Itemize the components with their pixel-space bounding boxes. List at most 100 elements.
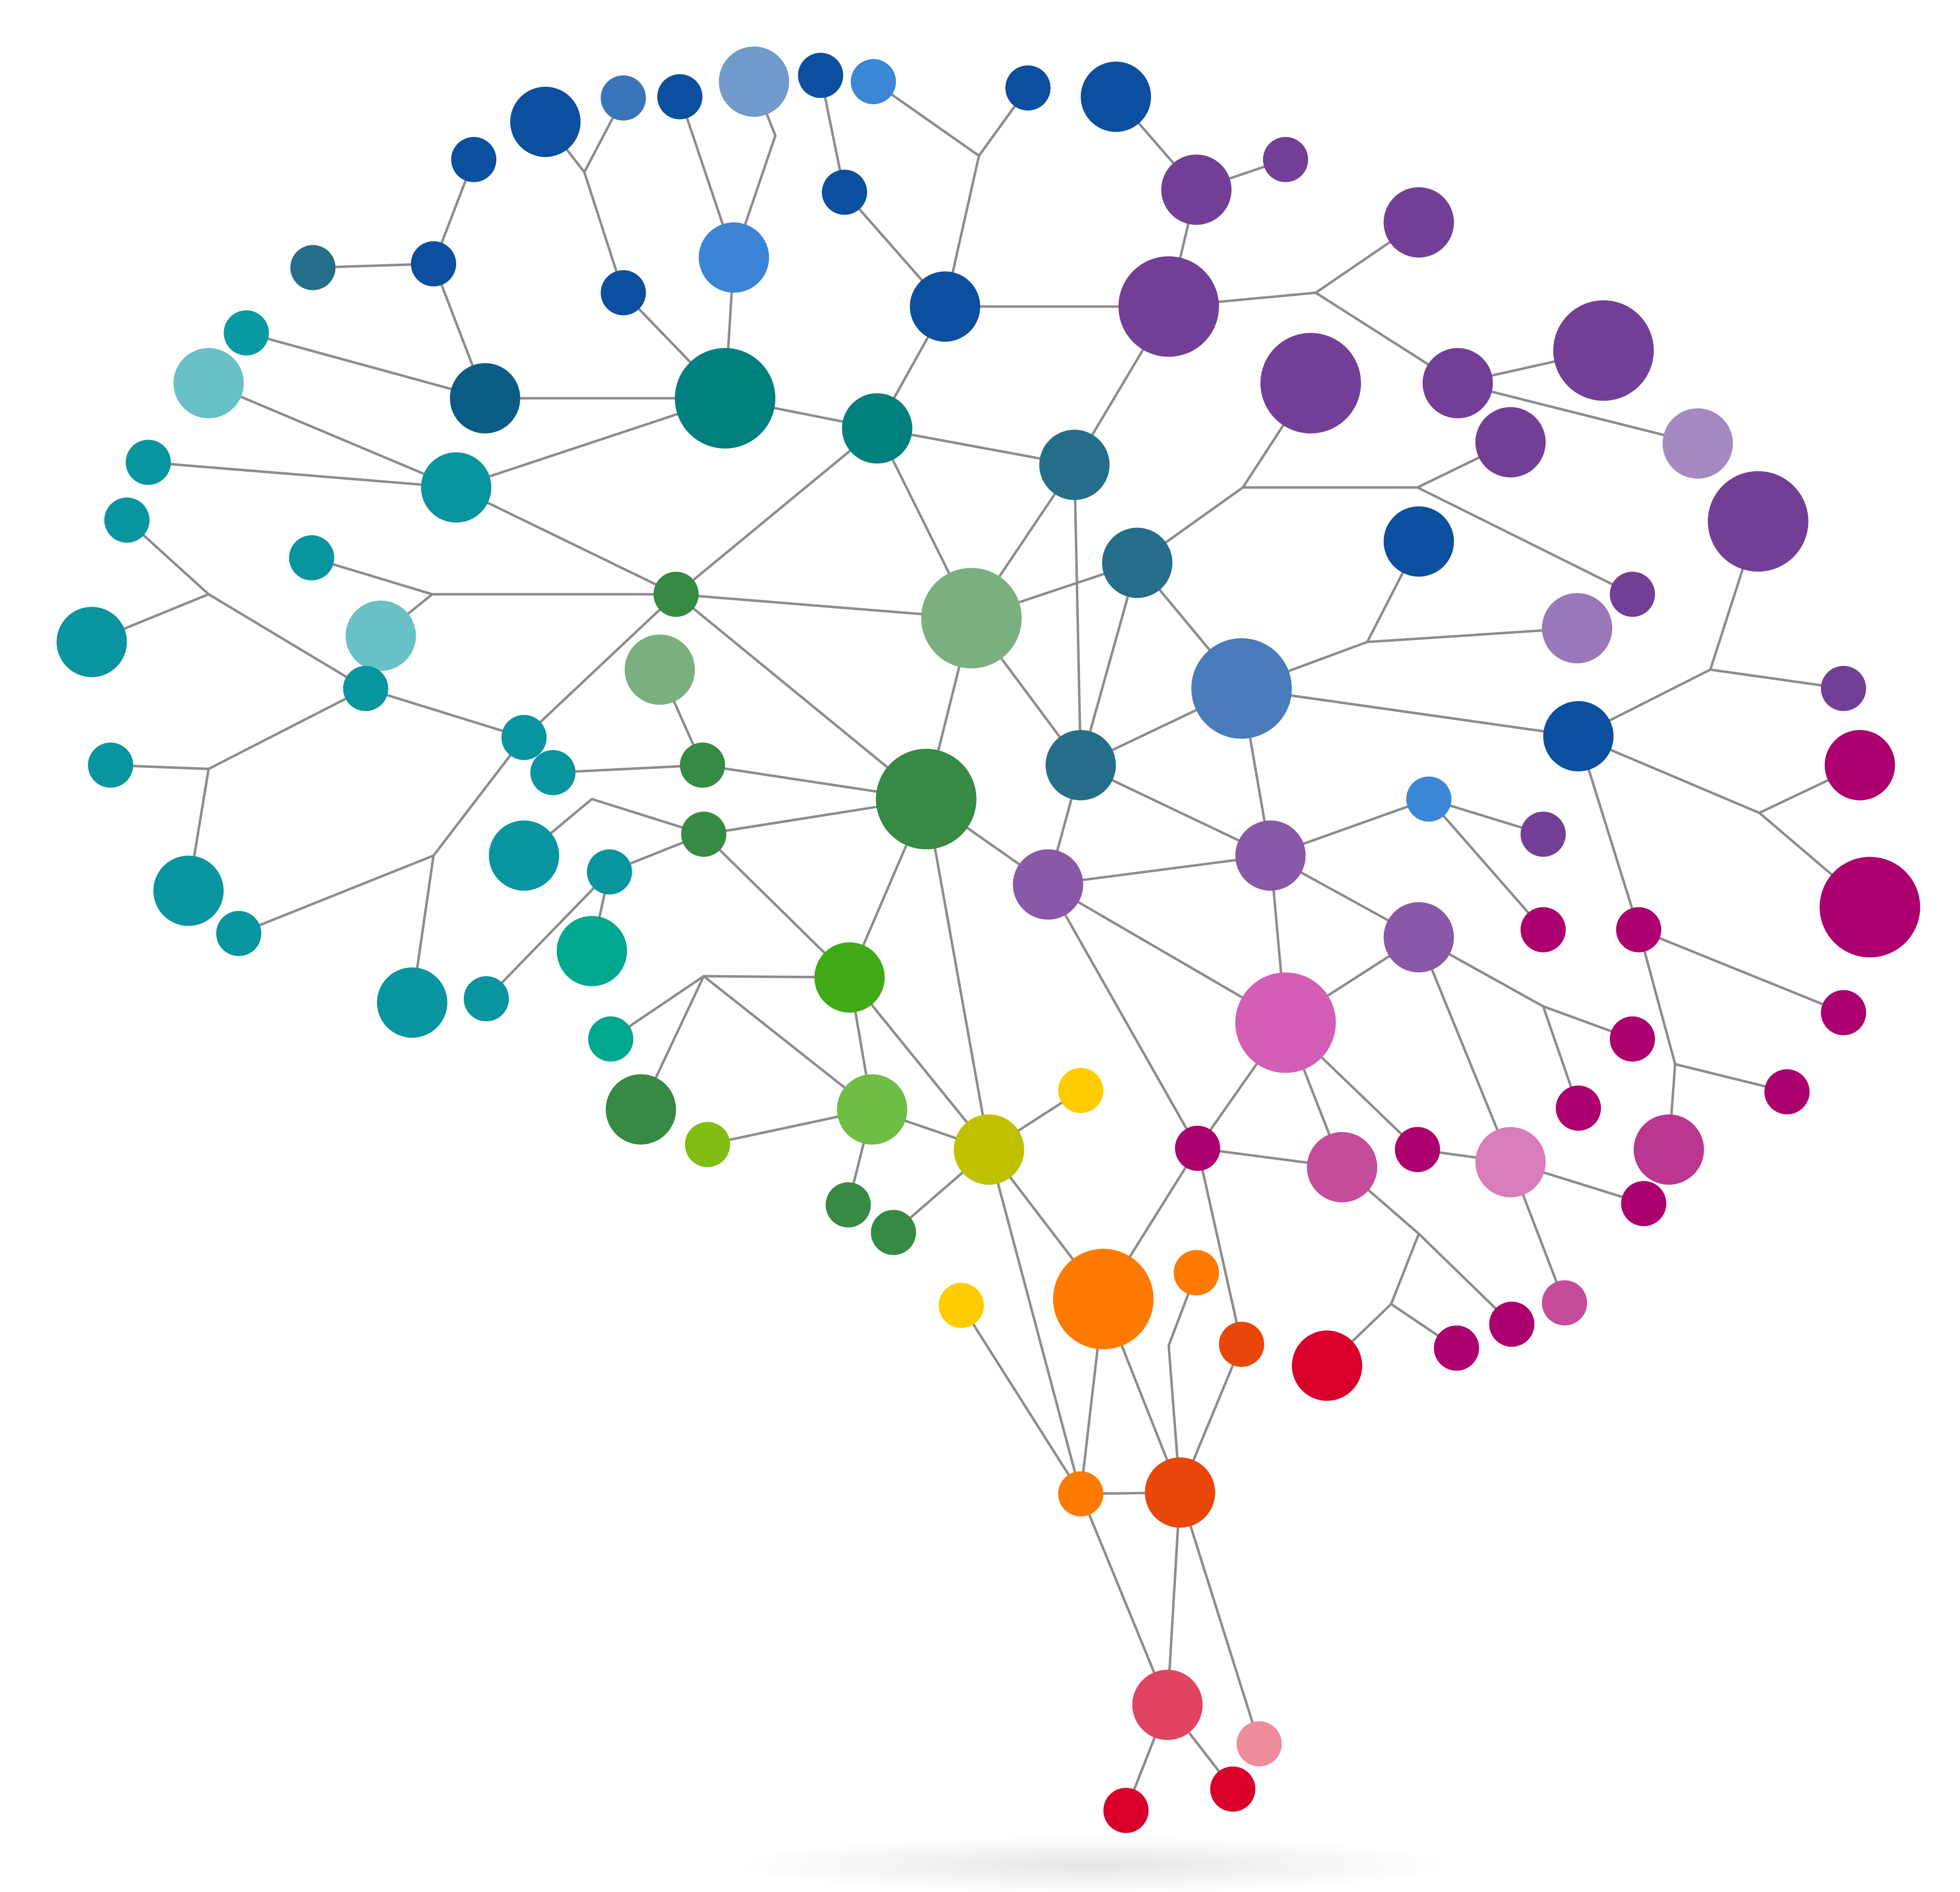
- network-edge: [523, 593, 678, 739]
- network-node: [1383, 506, 1454, 577]
- network-node: [411, 241, 456, 287]
- network-node: [1383, 902, 1454, 973]
- network-edge: [364, 687, 526, 739]
- network-node: [421, 452, 492, 523]
- network-node: [954, 1114, 1024, 1185]
- network-node: [1634, 1114, 1704, 1185]
- network-edge: [1073, 463, 1082, 767]
- network-node: [530, 750, 576, 796]
- network-node: [624, 634, 695, 705]
- network-node: [1553, 300, 1654, 401]
- network-edge: [207, 593, 367, 690]
- network-edge: [925, 798, 990, 1151]
- network-node: [876, 748, 977, 850]
- network-node: [56, 607, 127, 677]
- network-node: [1662, 408, 1733, 479]
- network-node: [826, 1182, 871, 1228]
- network-node: [684, 1122, 730, 1167]
- network-edge: [207, 382, 457, 489]
- network-node: [1219, 1321, 1265, 1367]
- network-node: [289, 535, 334, 581]
- network-node: [605, 1074, 677, 1145]
- network-node: [153, 856, 224, 926]
- network-node: [1542, 1280, 1587, 1326]
- network-node: [837, 1074, 907, 1145]
- network-node: [1819, 857, 1920, 957]
- network-node: [1475, 407, 1546, 478]
- network-node: [1821, 990, 1866, 1035]
- network-edge: [432, 736, 526, 857]
- network-node: [814, 942, 885, 1013]
- network-node: [1235, 820, 1306, 891]
- network-node: [1383, 187, 1454, 258]
- network-node: [909, 271, 980, 342]
- network-edge: [551, 764, 704, 774]
- network-node: [798, 53, 843, 98]
- network-node: [1058, 1068, 1104, 1113]
- network-edge: [485, 871, 611, 1000]
- network-node: [173, 348, 244, 419]
- network-node: [1210, 1766, 1256, 1812]
- network-node: [1058, 1471, 1104, 1517]
- network-node: [510, 86, 581, 157]
- network-edge: [147, 461, 457, 489]
- network-node: [1013, 849, 1083, 920]
- network-edge: [1166, 1491, 1182, 1706]
- network-node: [601, 270, 646, 315]
- network-edge: [237, 854, 435, 935]
- network-node: [1764, 1069, 1810, 1115]
- network-node: [822, 169, 867, 215]
- network-node: [1175, 1125, 1220, 1171]
- network-node: [1489, 1302, 1535, 1347]
- network-node: [850, 59, 896, 104]
- network-node: [657, 74, 703, 120]
- network-edge: [1637, 928, 1845, 1014]
- network-node: [345, 600, 416, 671]
- network-node: [463, 976, 509, 1021]
- network-node: [1191, 638, 1292, 739]
- network-node: [1080, 62, 1151, 132]
- network-node: [1260, 333, 1361, 434]
- network-node: [1423, 348, 1493, 419]
- network-edge: [1047, 883, 1199, 1150]
- network-edge: [1079, 1492, 1169, 1706]
- network-edge: [675, 427, 879, 596]
- network-edge: [1428, 798, 1545, 931]
- network-edge: [207, 687, 367, 770]
- network-node: [601, 75, 646, 121]
- network-node: [679, 742, 725, 788]
- network-edge: [1240, 687, 1580, 738]
- network-node: [377, 967, 448, 1038]
- network-node: [1291, 1330, 1362, 1401]
- network-node: [1102, 527, 1173, 598]
- network-node: [343, 665, 388, 711]
- network-node: [126, 439, 171, 485]
- network-node: [1556, 1086, 1601, 1131]
- network-node: [1039, 430, 1110, 500]
- network-node: [1610, 1016, 1655, 1062]
- network-node: [1520, 907, 1566, 952]
- network-node: [501, 715, 547, 760]
- network-node: [938, 1283, 984, 1328]
- network-node: [224, 310, 269, 356]
- network-node: [88, 742, 134, 788]
- network-node: [1406, 776, 1452, 822]
- network-node: [450, 363, 521, 434]
- network-node: [1005, 65, 1051, 111]
- network-edge: [1456, 382, 1699, 445]
- network-node: [1236, 1721, 1282, 1767]
- network-node: [587, 849, 632, 895]
- network-node: [842, 393, 912, 464]
- network-edge: [702, 975, 874, 1111]
- network-node: [1395, 1127, 1440, 1172]
- network-node: [1118, 256, 1219, 357]
- network-node: [451, 137, 497, 182]
- network-node: [1475, 1127, 1546, 1198]
- network-node: [1053, 1248, 1154, 1350]
- network-node: [1542, 593, 1612, 663]
- network-node: [1174, 1250, 1219, 1296]
- network-node: [1144, 1457, 1215, 1528]
- network-node: [1708, 471, 1809, 572]
- network-node: [1616, 907, 1661, 952]
